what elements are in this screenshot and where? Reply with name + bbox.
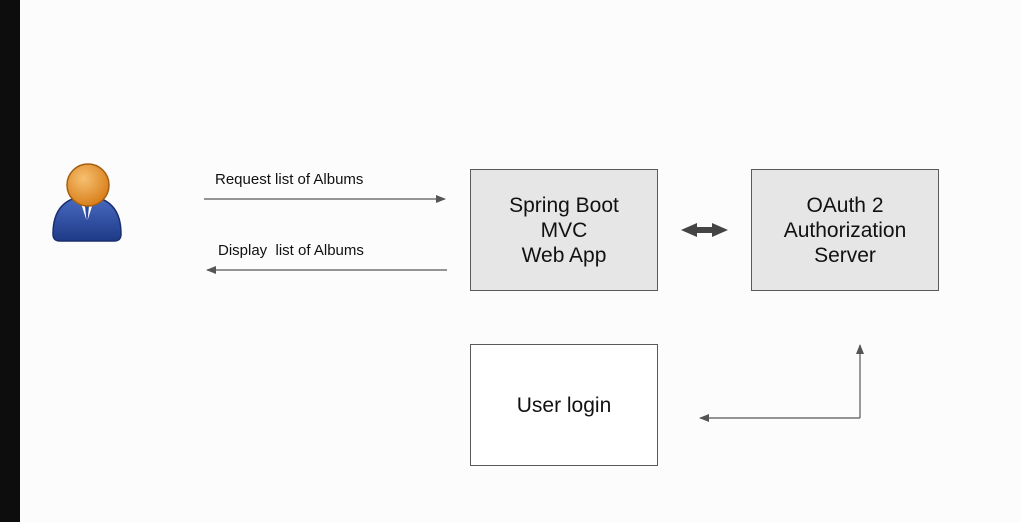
spring-app-line-3: Web App — [521, 243, 607, 267]
oauth-login-connector — [699, 344, 864, 422]
spring-app-line-2: MVC — [540, 218, 588, 242]
user-avatar-icon — [52, 163, 122, 242]
user-login-box: User login — [470, 344, 658, 466]
oauth-line-3: Server — [814, 243, 876, 267]
request-label: Request list of Albums — [215, 171, 364, 188]
oauth-line-2: Authorization — [783, 218, 907, 242]
spring-app-line-1: Spring Boot — [509, 193, 619, 217]
display-label: Display list of Albums — [218, 242, 364, 259]
spring-boot-app-box: Spring Boot MVC Web App — [470, 169, 658, 291]
user-login-label: User login — [516, 393, 612, 417]
bidirectional-arrow — [681, 223, 728, 237]
left-edge-bar — [0, 0, 20, 522]
oauth-server-box: OAuth 2 Authorization Server — [751, 169, 939, 291]
oauth-line-1: OAuth 2 — [806, 193, 884, 217]
